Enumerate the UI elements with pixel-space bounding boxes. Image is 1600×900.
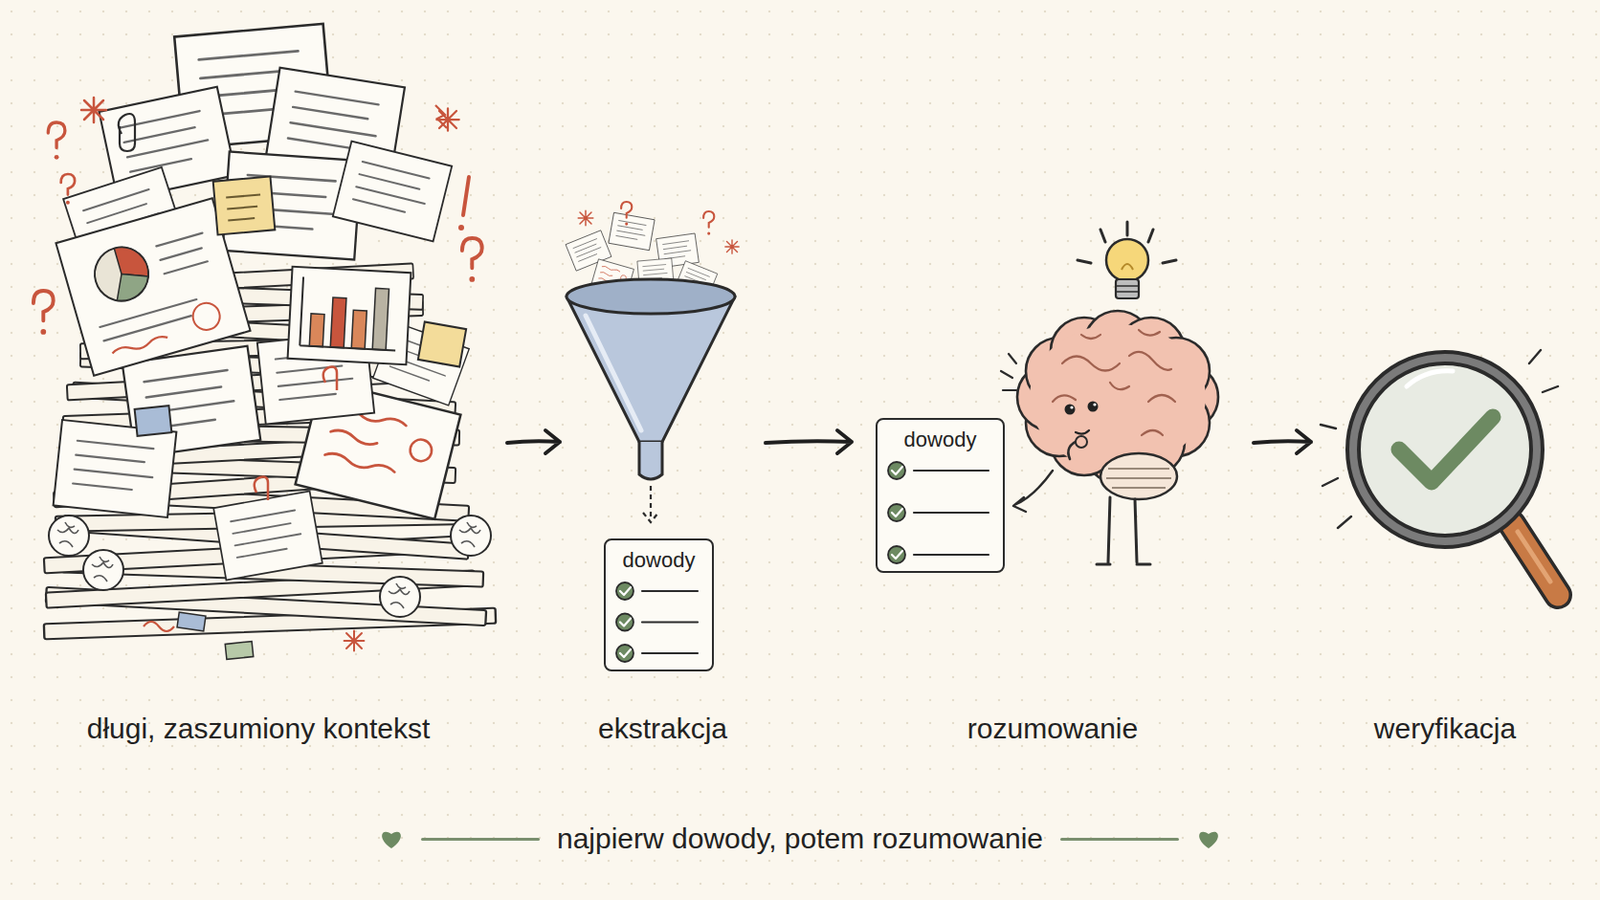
pipeline-stage: ekstrakcja dowody: [569, 191, 756, 755]
arrow-line: [507, 430, 560, 454]
flow-arrow: [507, 430, 560, 454]
caption-row: najpierw dowody, potem rozumowanie: [0, 815, 1600, 864]
heart-icon: [1196, 827, 1222, 851]
flow-arrow: [765, 430, 852, 454]
evidence-card: dowody: [875, 418, 1005, 574]
pipeline-stage: weryfikacja: [1320, 191, 1570, 755]
thinking-brain: [1000, 222, 1219, 565]
arrow-line: [1253, 430, 1312, 454]
pipeline-stage: długi, zaszumiony kontekst: [19, 28, 498, 755]
stage-label: weryfikacja: [1320, 704, 1570, 755]
caption: najpierw dowody, potem rozumowanie: [556, 820, 1044, 859]
pipeline-stage: rozumowanie dowody: [861, 191, 1245, 755]
flow-arrow: [1253, 430, 1312, 454]
stage-label: rozumowanie: [861, 704, 1245, 755]
funnel: [565, 201, 739, 523]
magnifier: [1320, 350, 1558, 596]
stage-label: ekstrakcja: [569, 704, 756, 755]
card-heading: dowody: [877, 426, 1003, 454]
caption-rule: [421, 838, 540, 842]
paper-pile: [33, 23, 496, 660]
arrow-line: [765, 430, 852, 454]
caption-rule: [1060, 838, 1179, 842]
heart-icon: [378, 827, 404, 851]
card-heading: dowody: [605, 547, 712, 575]
evidence-card: dowody: [603, 538, 714, 672]
stage-label: długi, zaszumiony kontekst: [19, 704, 498, 755]
